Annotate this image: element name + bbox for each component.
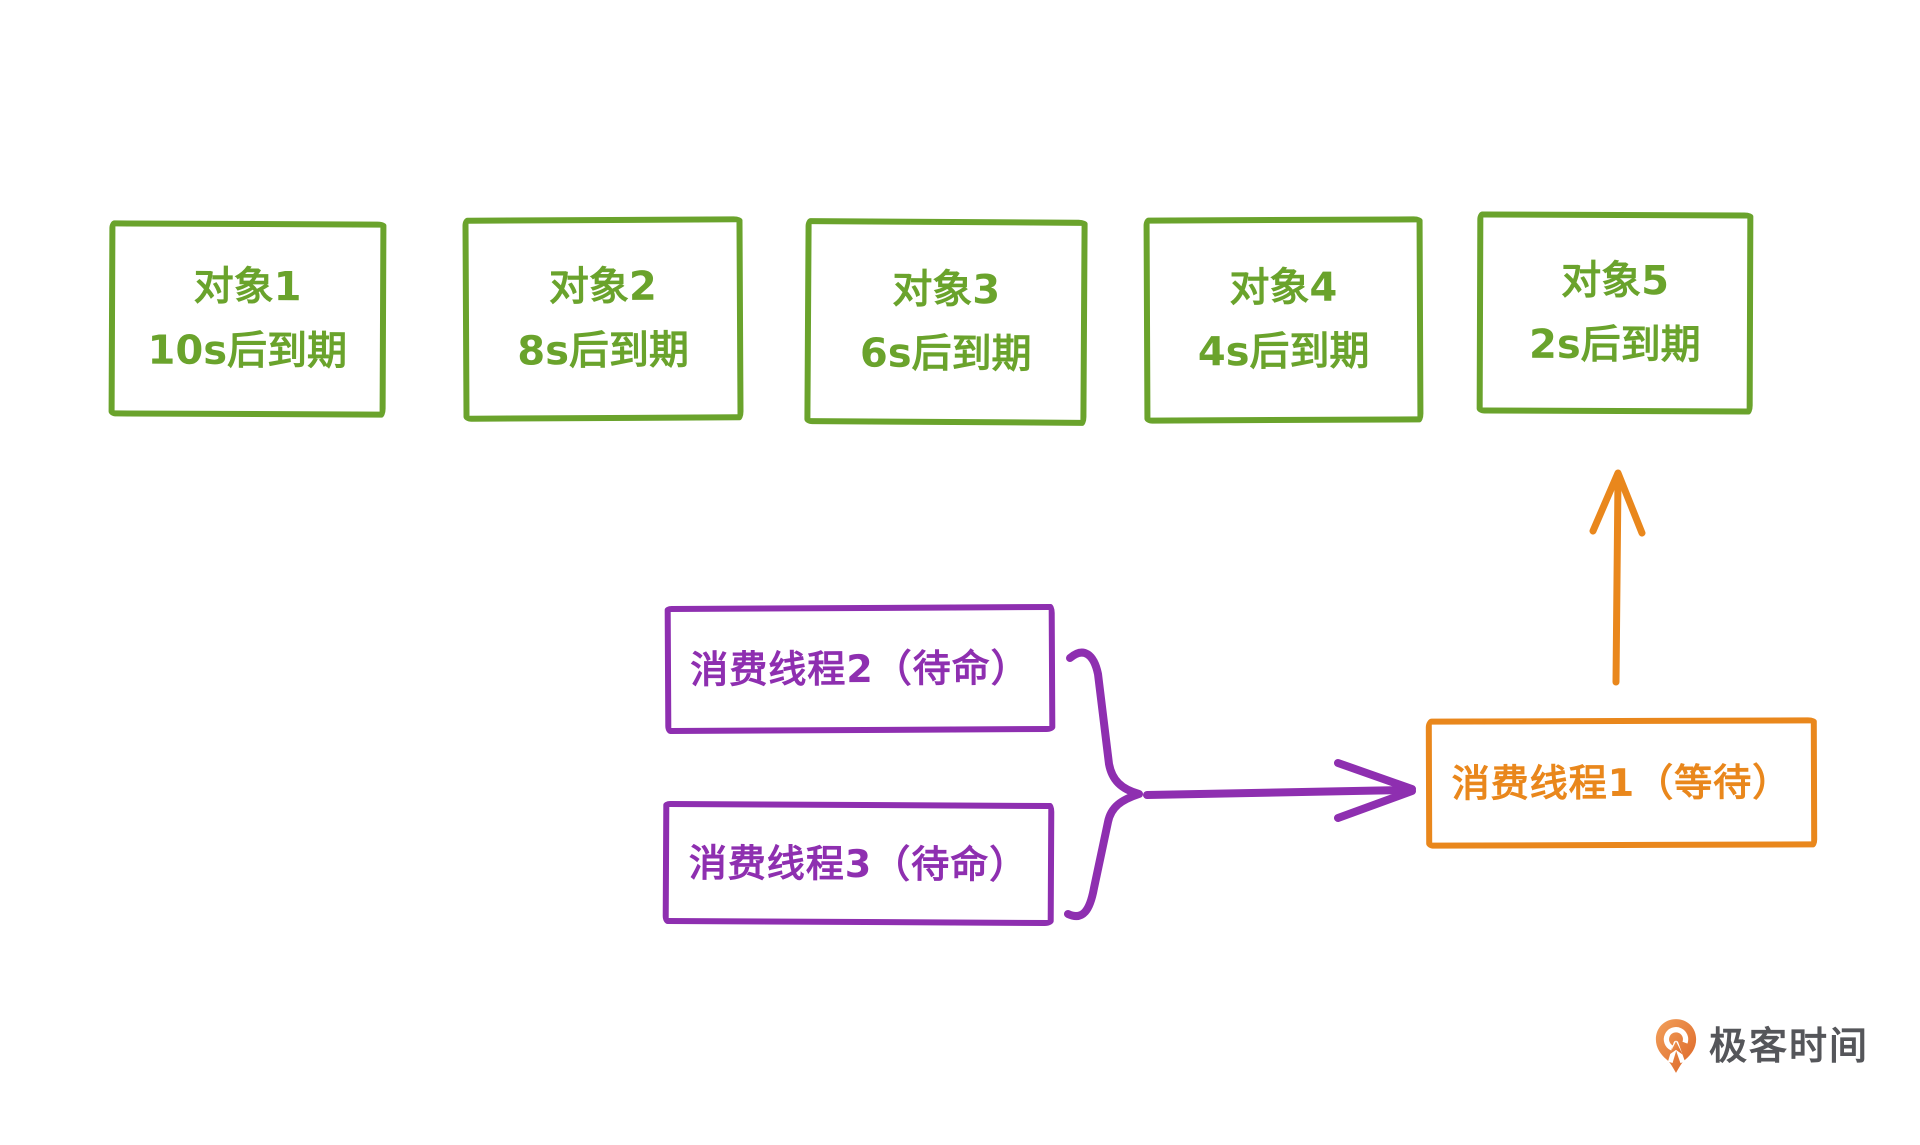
standby-thread-label: 消费线程2（待命） xyxy=(690,646,1030,692)
geektime-logo-text: 极客时间 xyxy=(1709,1024,1870,1068)
waiting-thread-label: 消费线程1（等待） xyxy=(1451,760,1792,806)
notify-arrow xyxy=(1612,474,1622,686)
standby-thread-box-3: 消费线程3（待命） xyxy=(662,800,1055,927)
object-expiry: 4s后到期 xyxy=(1197,328,1370,376)
object-title: 对象5 xyxy=(1561,257,1670,305)
object-title: 对象3 xyxy=(892,266,1001,314)
object-expiry: 10s后到期 xyxy=(147,327,348,375)
object-box-1: 对象1 10s后到期 xyxy=(108,220,387,418)
object-box-2: 对象2 8s后到期 xyxy=(462,216,744,422)
standby-thread-label: 消费线程3（待命） xyxy=(688,840,1029,887)
geektime-logo-icon xyxy=(1655,1019,1697,1073)
object-expiry: 8s后到期 xyxy=(517,327,690,375)
merge-arrow xyxy=(1143,786,1410,799)
merge-brace xyxy=(1064,648,1143,920)
object-title: 对象4 xyxy=(1229,264,1338,312)
object-box-5: 对象5 2s后到期 xyxy=(1476,211,1754,415)
object-expiry: 6s后到期 xyxy=(859,330,1032,378)
standby-thread-box-2: 消费线程2（待命） xyxy=(664,603,1056,735)
object-box-3: 对象3 6s后到期 xyxy=(804,218,1088,426)
object-box-4: 对象4 4s后到期 xyxy=(1143,216,1424,424)
waiting-thread-box: 消费线程1（等待） xyxy=(1425,717,1818,849)
geektime-logo: 极客时间 xyxy=(1653,1017,1869,1075)
object-title: 对象2 xyxy=(548,263,657,311)
object-title: 对象1 xyxy=(193,263,302,311)
notify-arrow-head xyxy=(1589,469,1646,537)
object-expiry: 2s后到期 xyxy=(1528,321,1701,369)
merge-arrow-head xyxy=(1334,759,1416,822)
